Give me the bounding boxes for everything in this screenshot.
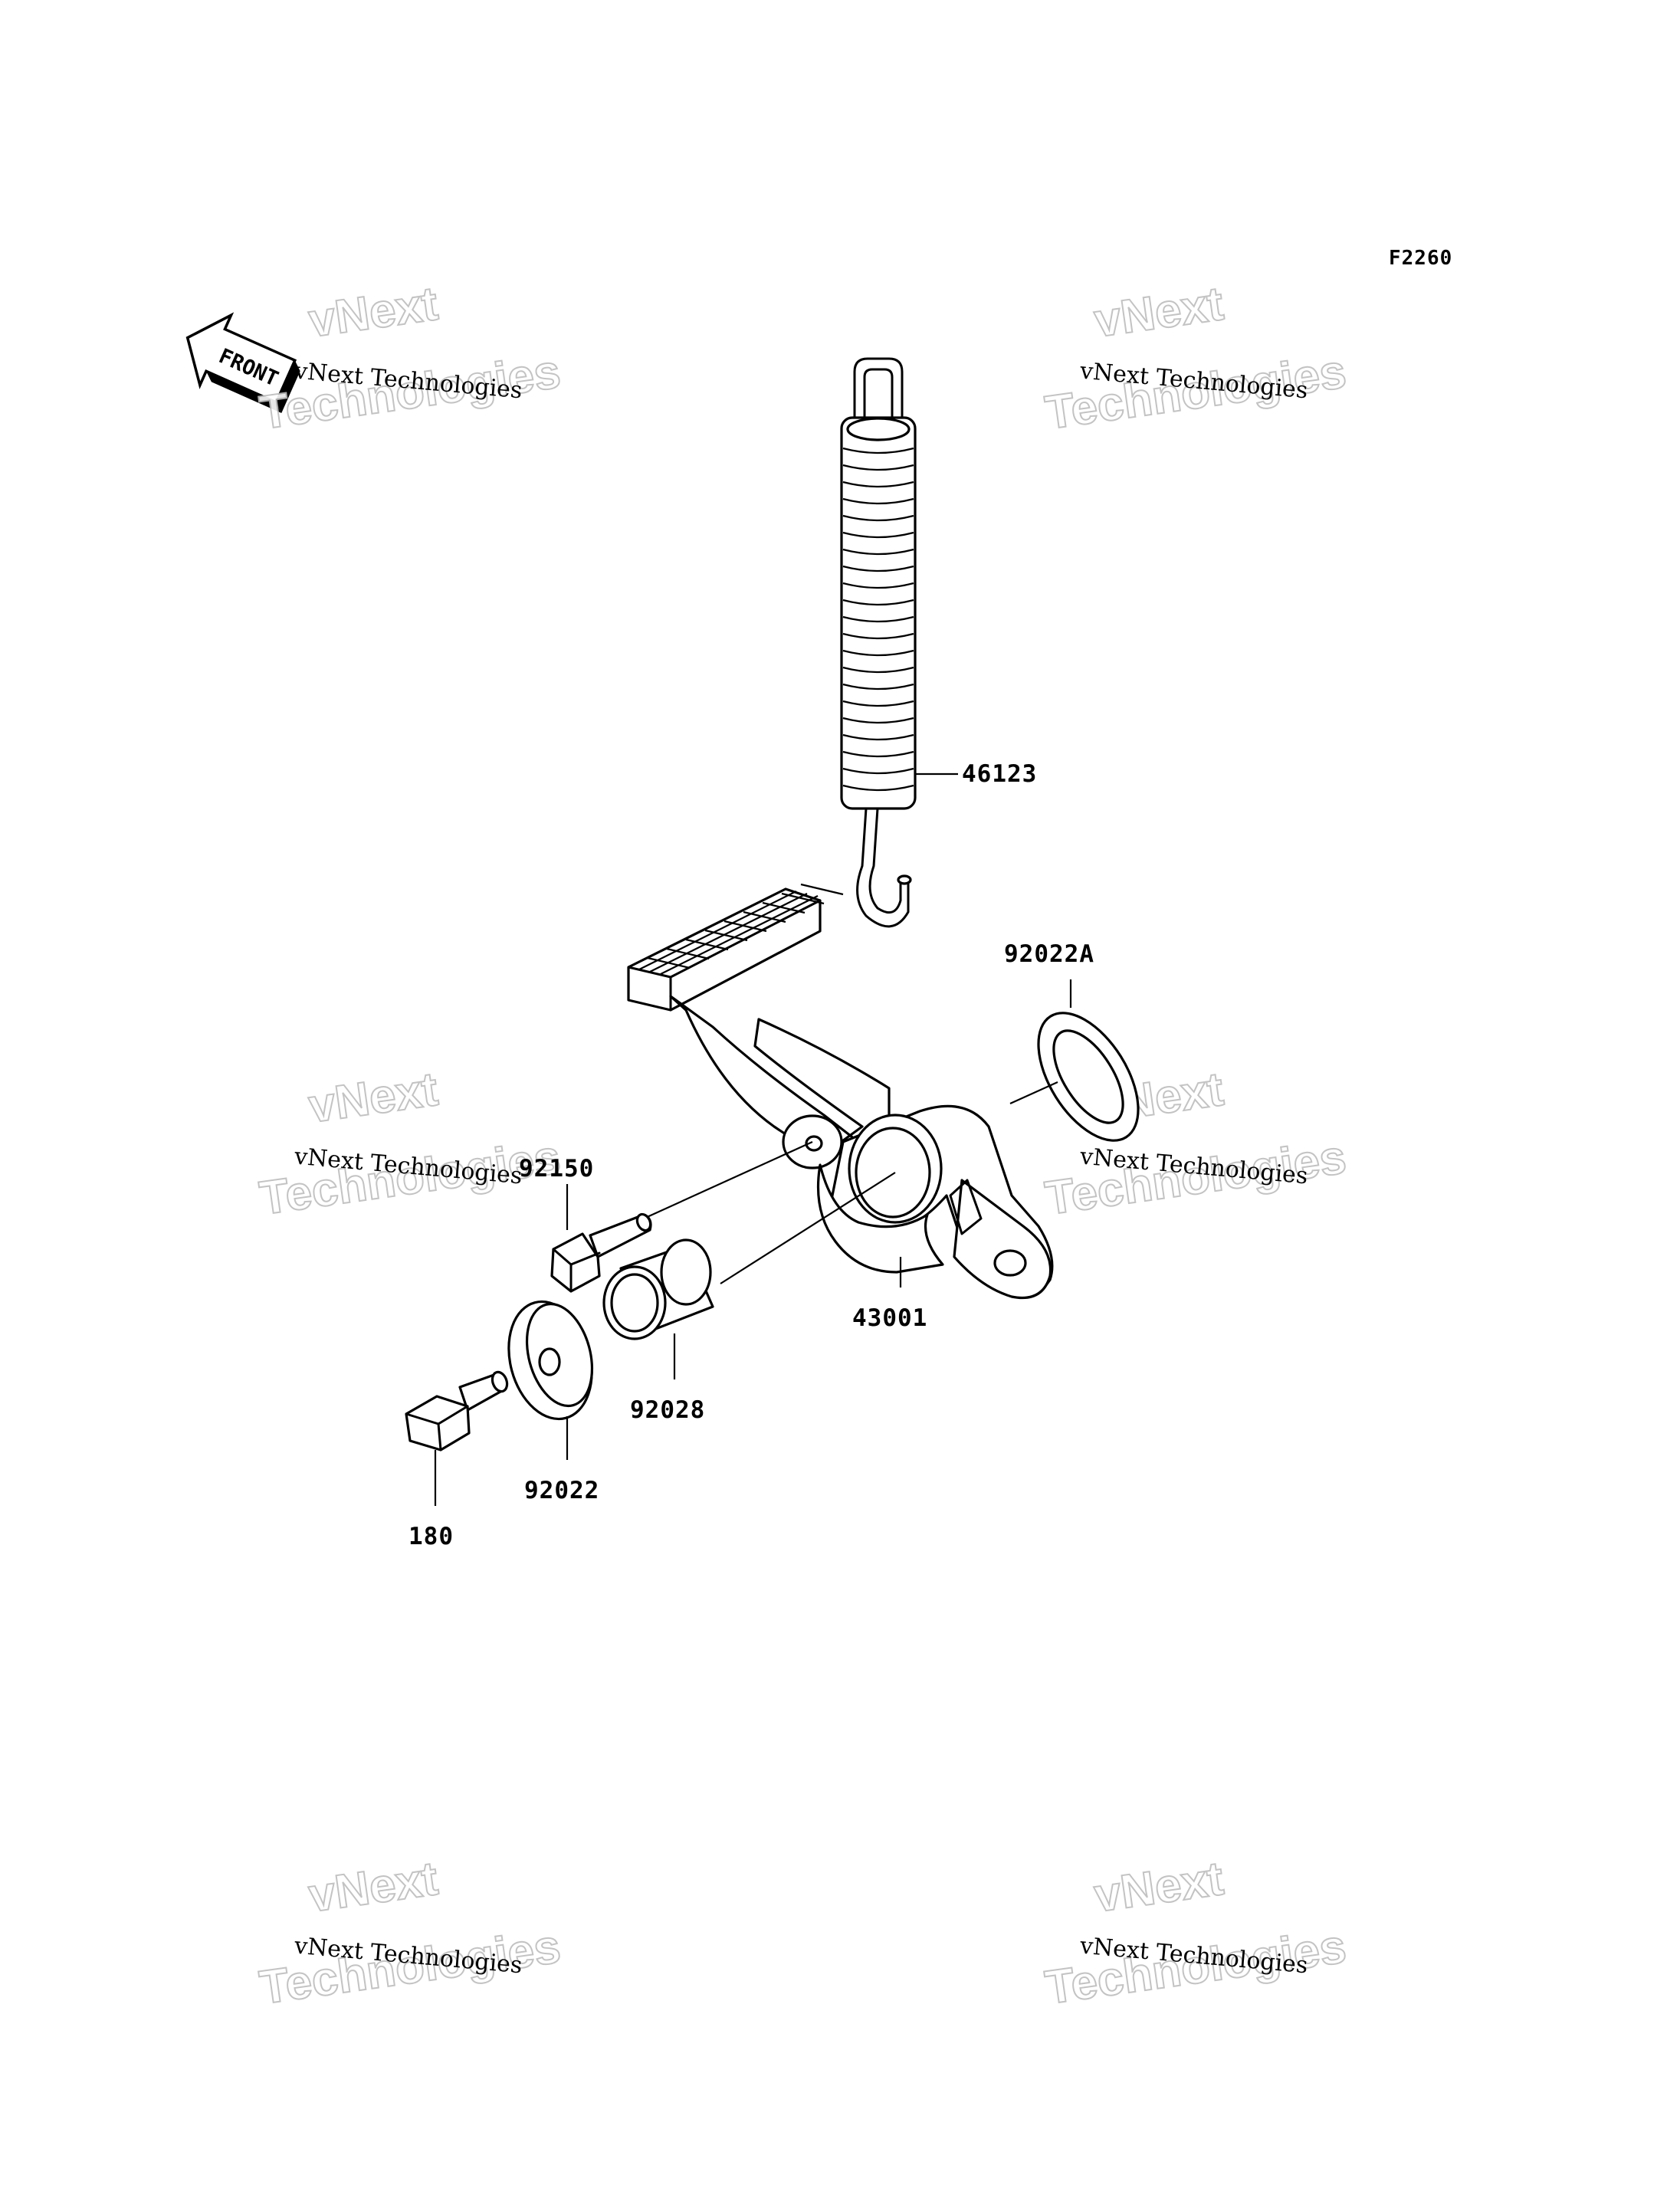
- svg-text:vNext: vNext: [306, 1852, 441, 1923]
- svg-text:vNext: vNext: [306, 1063, 441, 1133]
- svg-text:vNext: vNext: [1091, 277, 1227, 348]
- part-label-43001: 43001: [852, 1304, 927, 1332]
- brake-pedal-part: [627, 883, 1054, 1300]
- part-label-46123: 46123: [962, 760, 1037, 788]
- front-arrow-icon: FRONT: [185, 312, 300, 414]
- return-spring-part: [840, 357, 917, 928]
- svg-text:vNext: vNext: [1091, 1852, 1227, 1923]
- bolt-part: [405, 1370, 509, 1451]
- part-label-92022a: 92022A: [1004, 940, 1094, 968]
- part-label-92150: 92150: [519, 1155, 594, 1183]
- collar-part: [602, 1238, 714, 1340]
- svg-text:vNext: vNext: [306, 277, 441, 348]
- figure-code: F2260: [1389, 247, 1452, 270]
- part-label-92028: 92028: [630, 1396, 705, 1424]
- part-label-180: 180: [409, 1523, 454, 1550]
- washer-92022a-part: [1037, 1012, 1140, 1142]
- washer-92022-part: [507, 1300, 594, 1421]
- watermark: vNext Technologies vNext Technologies: [1042, 1852, 1350, 2016]
- watermark: vNext Technologies vNext Technologies: [256, 1062, 565, 1226]
- watermark: vNext Technologies vNext Technologies: [1042, 277, 1350, 441]
- pin-bolt-part: [550, 1212, 652, 1293]
- watermark: vNext Technologies vNext Technologies: [256, 1852, 565, 2016]
- part-label-92022: 92022: [524, 1477, 599, 1504]
- watermark: vNext Technologies vNext Technologies: [256, 277, 565, 441]
